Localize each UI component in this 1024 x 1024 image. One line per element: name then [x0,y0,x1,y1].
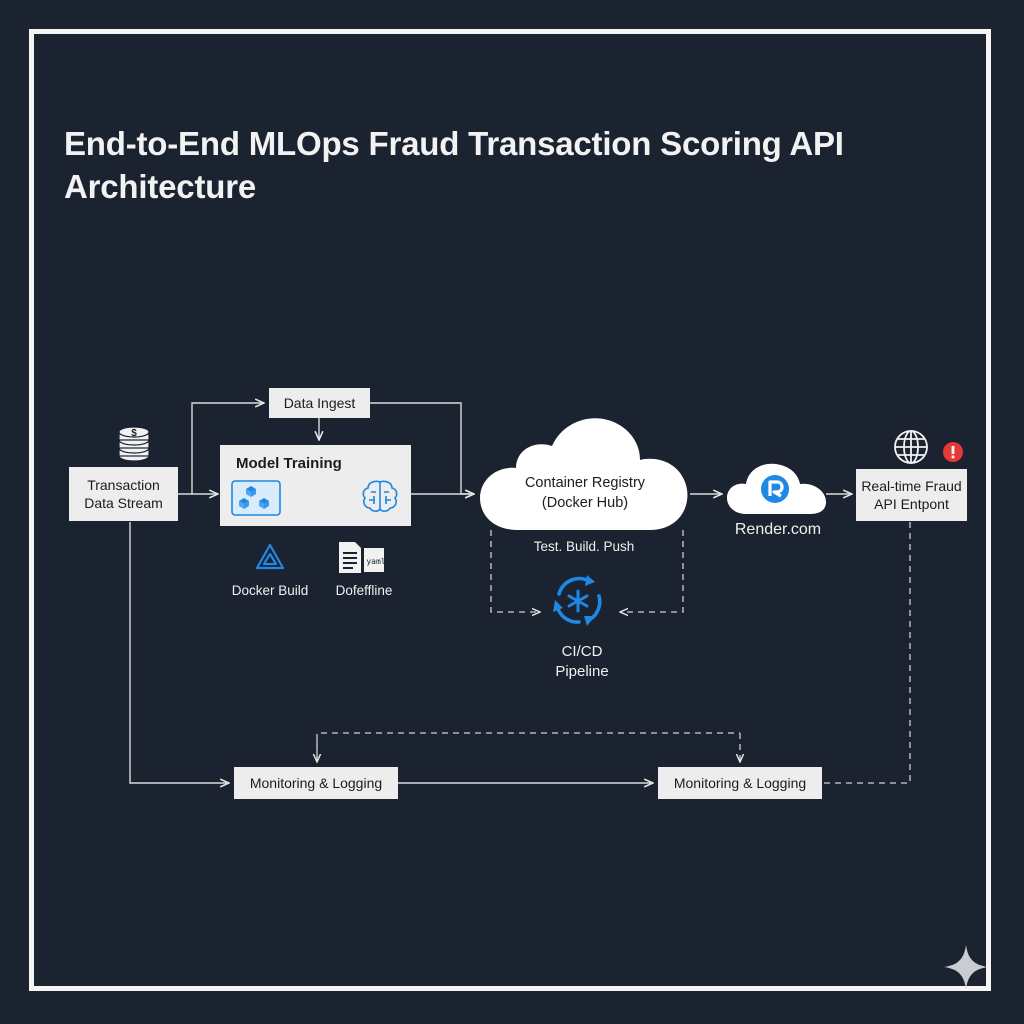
model-training-label: Model Training [236,455,342,472]
docker-build-label: Docker Build [231,583,309,598]
cicd-icon [553,575,602,626]
arrow-stream-to-ingest [191,403,264,494]
dashed-registry-to-cicd-left [490,530,540,612]
api-endpoint-node: Real-time Fraud API Entpont [856,469,967,521]
svg-text:$: $ [131,428,137,439]
container-registry-cloud [480,418,688,530]
alert-icon [943,442,963,462]
cicd-pipeline-label: CI/CD Pipeline [555,643,609,680]
yaml-tag: yaml [366,557,386,566]
dashed-api-to-monitoring [822,522,911,784]
sparkle-icon [944,945,988,989]
globe-icon [894,430,928,464]
diagram-title: End-to-End MLOps Fraud Transaction Scori… [64,125,844,205]
monitoring-logging-right-node: Monitoring & Logging [658,767,822,799]
monitoring-logging-right-label: Monitoring & Logging [673,775,807,791]
test-build-push-label: Test. Build. Push [533,539,635,554]
monitoring-logging-left-label: Monitoring & Logging [249,775,383,791]
data-ingest-node: Data Ingest [269,388,370,418]
transaction-data-stream-node: Transaction Data Stream [69,467,178,521]
transaction-data-stream-label: Transaction Data Stream [84,477,163,511]
model-training-node: Model Training [220,445,411,526]
file-icon [339,542,384,573]
arrow-stream-to-monitoring [129,522,229,783]
docker-build-icon [255,543,285,570]
api-endpoint-label: Real-time Fraud API Entpont [861,478,962,512]
dashed-monitoring-loop-left [316,732,740,762]
diagram-frame [29,29,991,991]
render-logo-icon [761,475,789,503]
render-label: Render.com [734,521,822,538]
container-registry-label: Container Registry (Docker Hub) [524,475,646,511]
gpu-icon [231,480,281,516]
dockerfile-label: Dofeffline [335,583,393,598]
coin-stack-icon: $ [118,426,150,462]
data-ingest-label: Data Ingest [283,395,356,411]
brain-icon [362,480,398,512]
monitoring-logging-left-node: Monitoring & Logging [234,767,398,799]
dashed-registry-to-cicd-right [620,530,684,612]
